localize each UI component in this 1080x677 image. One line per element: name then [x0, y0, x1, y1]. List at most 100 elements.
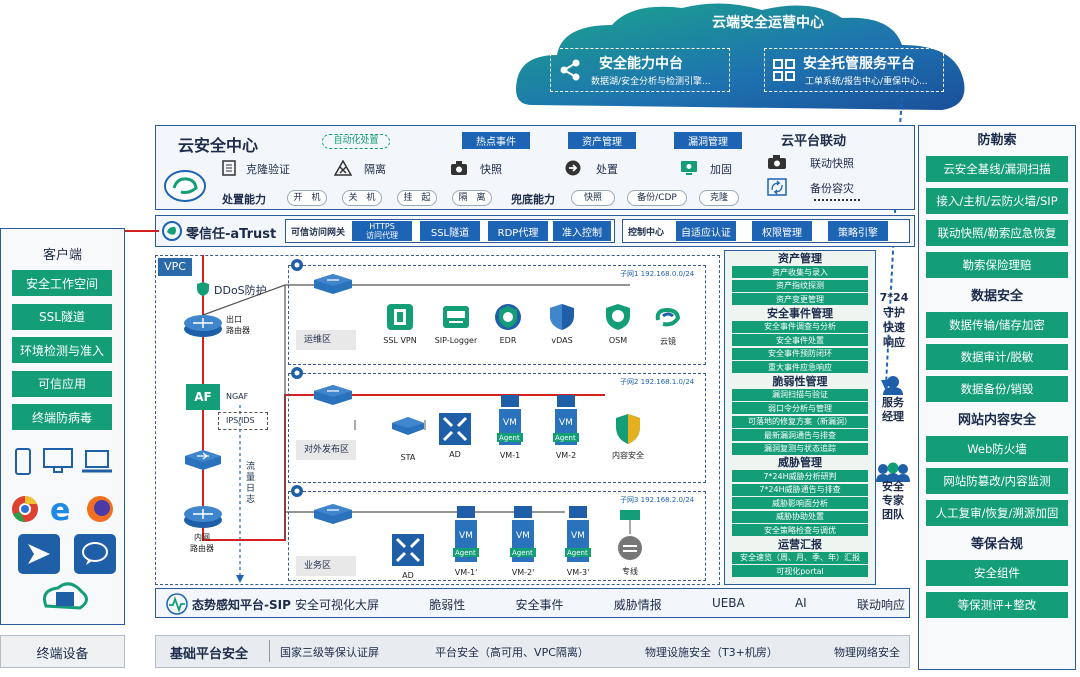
service-item[interactable]: 漏洞扫描与验证: [732, 388, 868, 401]
svg-text:Agent: Agent: [567, 549, 588, 557]
ransom-item[interactable]: 数据审计/脱敏: [926, 344, 1068, 370]
sip-item[interactable]: 威胁情报: [613, 598, 662, 612]
sip-item[interactable]: 安全事件: [515, 598, 564, 612]
sip-item[interactable]: 脆弱性: [429, 598, 466, 612]
ransom-item[interactable]: 数据备份/销毁: [926, 376, 1068, 402]
client-item[interactable]: 环境检测与准入: [12, 337, 112, 363]
pill-power-off[interactable]: 关 机: [342, 190, 382, 206]
sip-item[interactable]: UEBA: [711, 596, 745, 610]
gw-access-control[interactable]: 准入控制: [553, 221, 611, 241]
pill-clone[interactable]: 克隆: [699, 190, 739, 206]
service-item[interactable]: 资产指纹探测: [732, 279, 868, 292]
browser-icons: e: [12, 494, 113, 524]
managed-platform[interactable]: 安全托管服务平台 工单系统/报告中心/重保中心...: [764, 48, 944, 92]
ad-node-1[interactable]: AD: [435, 412, 475, 459]
yunjing-icon: [655, 307, 681, 327]
service-item[interactable]: 弱口令分析与管理: [732, 402, 868, 414]
service-item[interactable]: 可视化portal: [732, 565, 868, 577]
ransom-item[interactable]: Web防火墙: [926, 436, 1068, 462]
sip-item[interactable]: 联动响应: [856, 598, 905, 612]
pill-snapshot[interactable]: 快照: [571, 190, 615, 206]
ransom-item[interactable]: 勒索保险理赔: [926, 252, 1068, 278]
action-dispose[interactable]: 处置: [596, 163, 618, 176]
sip-item[interactable]: AI: [794, 596, 807, 610]
action-isolate[interactable]: 隔离: [364, 163, 386, 176]
action-snapshot[interactable]: 快照: [480, 163, 502, 176]
pill-power-on[interactable]: 开 机: [287, 190, 327, 206]
service-item[interactable]: 7*24H威胁通告与排查: [732, 483, 868, 496]
osm-node[interactable]: OSM: [598, 302, 638, 345]
sip-logger-node[interactable]: SIP-Logger: [434, 302, 478, 345]
service-item[interactable]: 安全事件调查与分析: [732, 320, 868, 333]
svg-text:VM: VM: [516, 531, 530, 541]
link-snapshot: 联动快照: [810, 157, 854, 170]
team-avatars-icon: [876, 462, 910, 482]
sip-logger-label: SIP-Logger: [434, 336, 478, 345]
subnet-3: [288, 491, 706, 581]
ctl-adaptive-auth[interactable]: 自适应认证: [676, 221, 736, 241]
pill-isolate[interactable]: 隔 离: [452, 190, 492, 206]
content-security-node[interactable]: 内容安全: [606, 412, 650, 461]
capability-platform[interactable]: 安全能力中台 数据湖/安全分析与检测引擎...: [550, 48, 730, 92]
ctl-permissions[interactable]: 权限管理: [752, 221, 812, 241]
action-row: 克隆验证 隔离 快照 处置 加固: [222, 160, 742, 178]
service-item[interactable]: 安全速览（周、月、季、年）汇报: [732, 551, 868, 564]
svg-text:Agent: Agent: [455, 549, 476, 557]
yunjing-node[interactable]: 云镜: [648, 302, 688, 347]
vdas-node[interactable]: vDAS: [542, 302, 582, 345]
ad-node-2[interactable]: AD: [388, 533, 428, 580]
service-item[interactable]: 资产变更管理: [732, 293, 868, 305]
service-item[interactable]: 安全事件预防闭环: [732, 347, 868, 360]
service-item[interactable]: 7*24H威胁分析研判: [732, 470, 868, 482]
client-item[interactable]: 安全工作空间: [12, 270, 112, 296]
tab-vuln-management[interactable]: 漏洞管理: [674, 132, 742, 149]
sta-node[interactable]: STA: [388, 415, 428, 462]
svg-text:VM: VM: [459, 531, 473, 541]
gw-https-proxy[interactable]: HTTPS 访问代理: [352, 221, 412, 241]
tab-asset-management[interactable]: 资产管理: [568, 132, 636, 149]
gw-rdp-proxy[interactable]: RDP代理: [488, 221, 548, 241]
service-item[interactable]: 安全策略检查与调优: [732, 524, 868, 536]
edr-node[interactable]: EDR: [488, 302, 528, 345]
tab-hot-events[interactable]: 热点事件: [462, 132, 530, 149]
leased-line-node[interactable]: 专线: [610, 510, 650, 577]
zone-business: 业务区: [296, 556, 356, 576]
action-harden[interactable]: 加固: [710, 163, 732, 176]
service-item[interactable]: 安全事件处置: [732, 334, 868, 346]
ransom-item[interactable]: 等保测评+整改: [926, 592, 1068, 618]
service-item[interactable]: 最新漏洞通告与排查: [732, 429, 868, 441]
sip-item[interactable]: 安全可视化大屏: [295, 598, 380, 612]
client-item[interactable]: 终端防病毒: [12, 404, 112, 430]
pill-suspend[interactable]: 挂 起: [397, 190, 437, 206]
service-item[interactable]: 漏洞复测与状态追踪: [732, 442, 868, 455]
service-item[interactable]: 威胁协助处置: [732, 510, 868, 523]
ransom-item[interactable]: 安全组件: [926, 560, 1068, 586]
service-item[interactable]: 资产收集与录入: [732, 266, 868, 278]
ransom-item[interactable]: 联动快照/勒索应急恢复: [926, 220, 1068, 246]
zero-trust-title: 零信任-aTrust: [186, 227, 277, 242]
ransom-item[interactable]: 数据传输/储存加密: [926, 312, 1068, 338]
sslvpn-node[interactable]: SSL VPN: [380, 302, 420, 345]
client-item[interactable]: SSL隧道: [12, 303, 112, 330]
ctl-policy-engine[interactable]: 策略引擎: [828, 221, 888, 241]
client-item[interactable]: 可信应用: [12, 370, 112, 397]
ransom-item[interactable]: 网站防篡改/内容监测: [926, 468, 1068, 494]
ransom-item[interactable]: 人工复审/恢复/溯源加固: [926, 500, 1068, 526]
service-item[interactable]: 可落地的修复方案（新漏洞）: [732, 415, 868, 428]
switch-icon: [185, 450, 221, 470]
ransom-item[interactable]: 接入/主机/云防火墙/SIP: [926, 188, 1068, 214]
pill-backup-cdp[interactable]: 备份/CDP: [627, 190, 687, 206]
service-item[interactable]: 威胁影响面分析: [732, 497, 868, 509]
service-item[interactable]: 重大事件应急响应: [732, 361, 868, 373]
vpc-label: VPC: [158, 258, 192, 276]
gw-ssl-tunnel[interactable]: SSL隧道: [420, 221, 480, 241]
sip-items: 安全可视化大屏 脆弱性 安全事件 威胁情报 UEBA AI 联动响应: [295, 596, 905, 614]
action-clone-verify[interactable]: 克隆验证: [246, 163, 290, 176]
ransom-item[interactable]: 云安全基线/漏洞扫描: [926, 156, 1068, 182]
shield-icon: [197, 282, 209, 296]
